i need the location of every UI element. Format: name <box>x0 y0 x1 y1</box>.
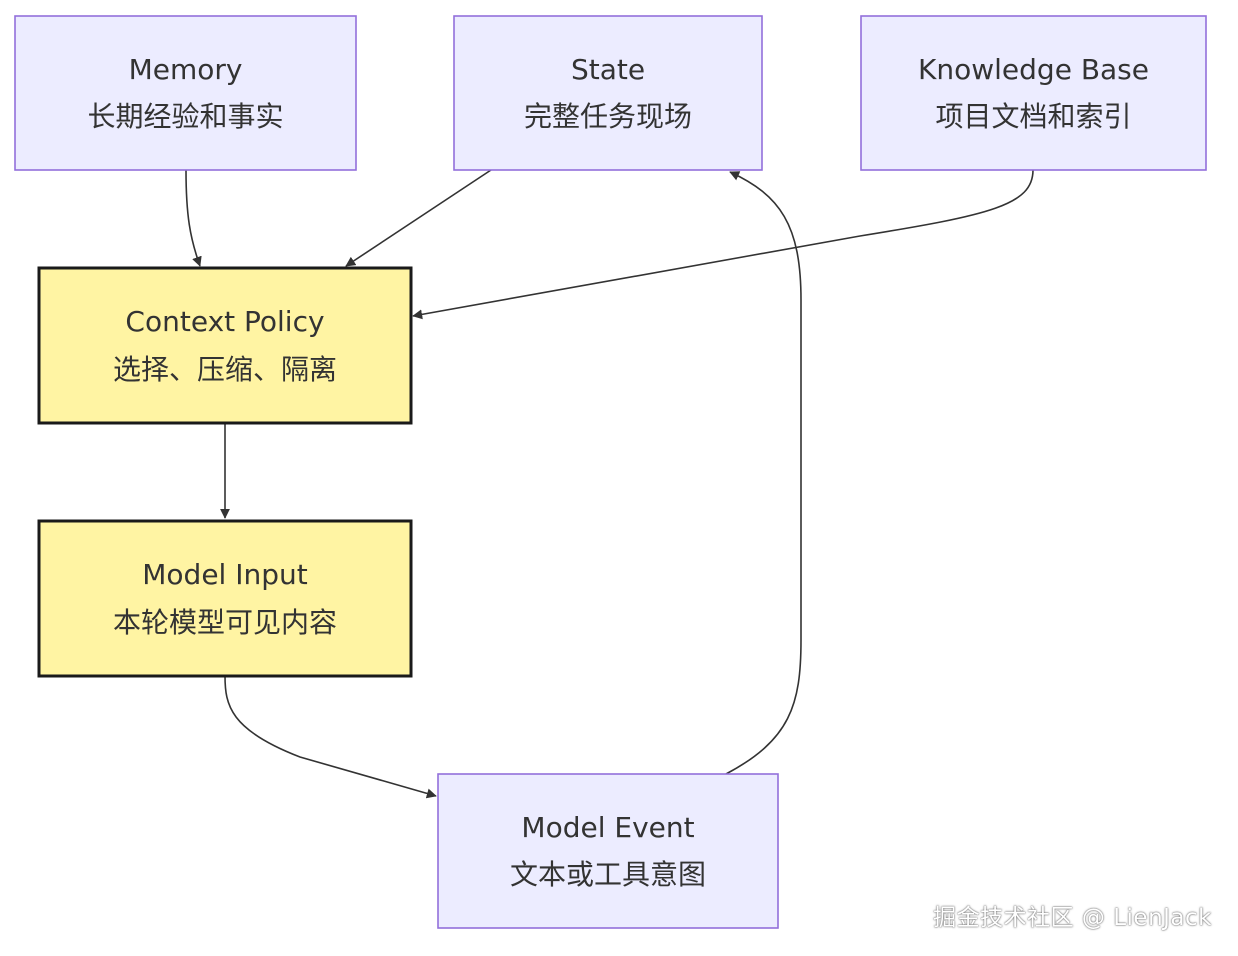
edge-model-input-to-model-event <box>224 675 437 799</box>
node-context-policy: Context Policy 选择、压缩、隔离 <box>37 266 413 425</box>
node-context-policy-subtitle: 选择、压缩、隔离 <box>113 353 337 386</box>
node-knowledge-base-title: Knowledge Base <box>918 53 1149 86</box>
edge-memory-to-context-policy <box>185 169 202 267</box>
node-state-title: State <box>571 53 645 86</box>
node-knowledge-base-subtitle: 项目文档和索引 <box>935 100 1131 133</box>
edge-knowledge-base-to-context-policy <box>412 169 1034 320</box>
watermark-text: 掘金技术社区 @ LienJack <box>933 905 1212 931</box>
node-state-subtitle: 完整任务现场 <box>524 100 692 133</box>
edges <box>185 169 1034 799</box>
node-knowledge-base: Knowledge Base 项目文档和索引 <box>860 15 1207 171</box>
node-context-policy-title: Context Policy <box>125 305 324 338</box>
edge-model-event-to-state <box>725 171 802 775</box>
node-memory-title: Memory <box>129 53 243 86</box>
node-model-event-subtitle: 文本或工具意图 <box>510 858 706 891</box>
node-memory-subtitle: 长期经验和事实 <box>87 100 283 133</box>
edge-state-to-context-policy <box>345 169 492 267</box>
node-model-event-title: Model Event <box>521 811 694 844</box>
node-memory: Memory 长期经验和事实 <box>14 15 357 171</box>
node-model-event: Model Event 文本或工具意图 <box>437 773 779 929</box>
node-model-input-subtitle: 本轮模型可见内容 <box>113 606 337 639</box>
node-state: State 完整任务现场 <box>453 15 763 171</box>
node-model-input-title: Model Input <box>142 558 307 591</box>
node-model-input: Model Input 本轮模型可见内容 <box>37 519 413 678</box>
